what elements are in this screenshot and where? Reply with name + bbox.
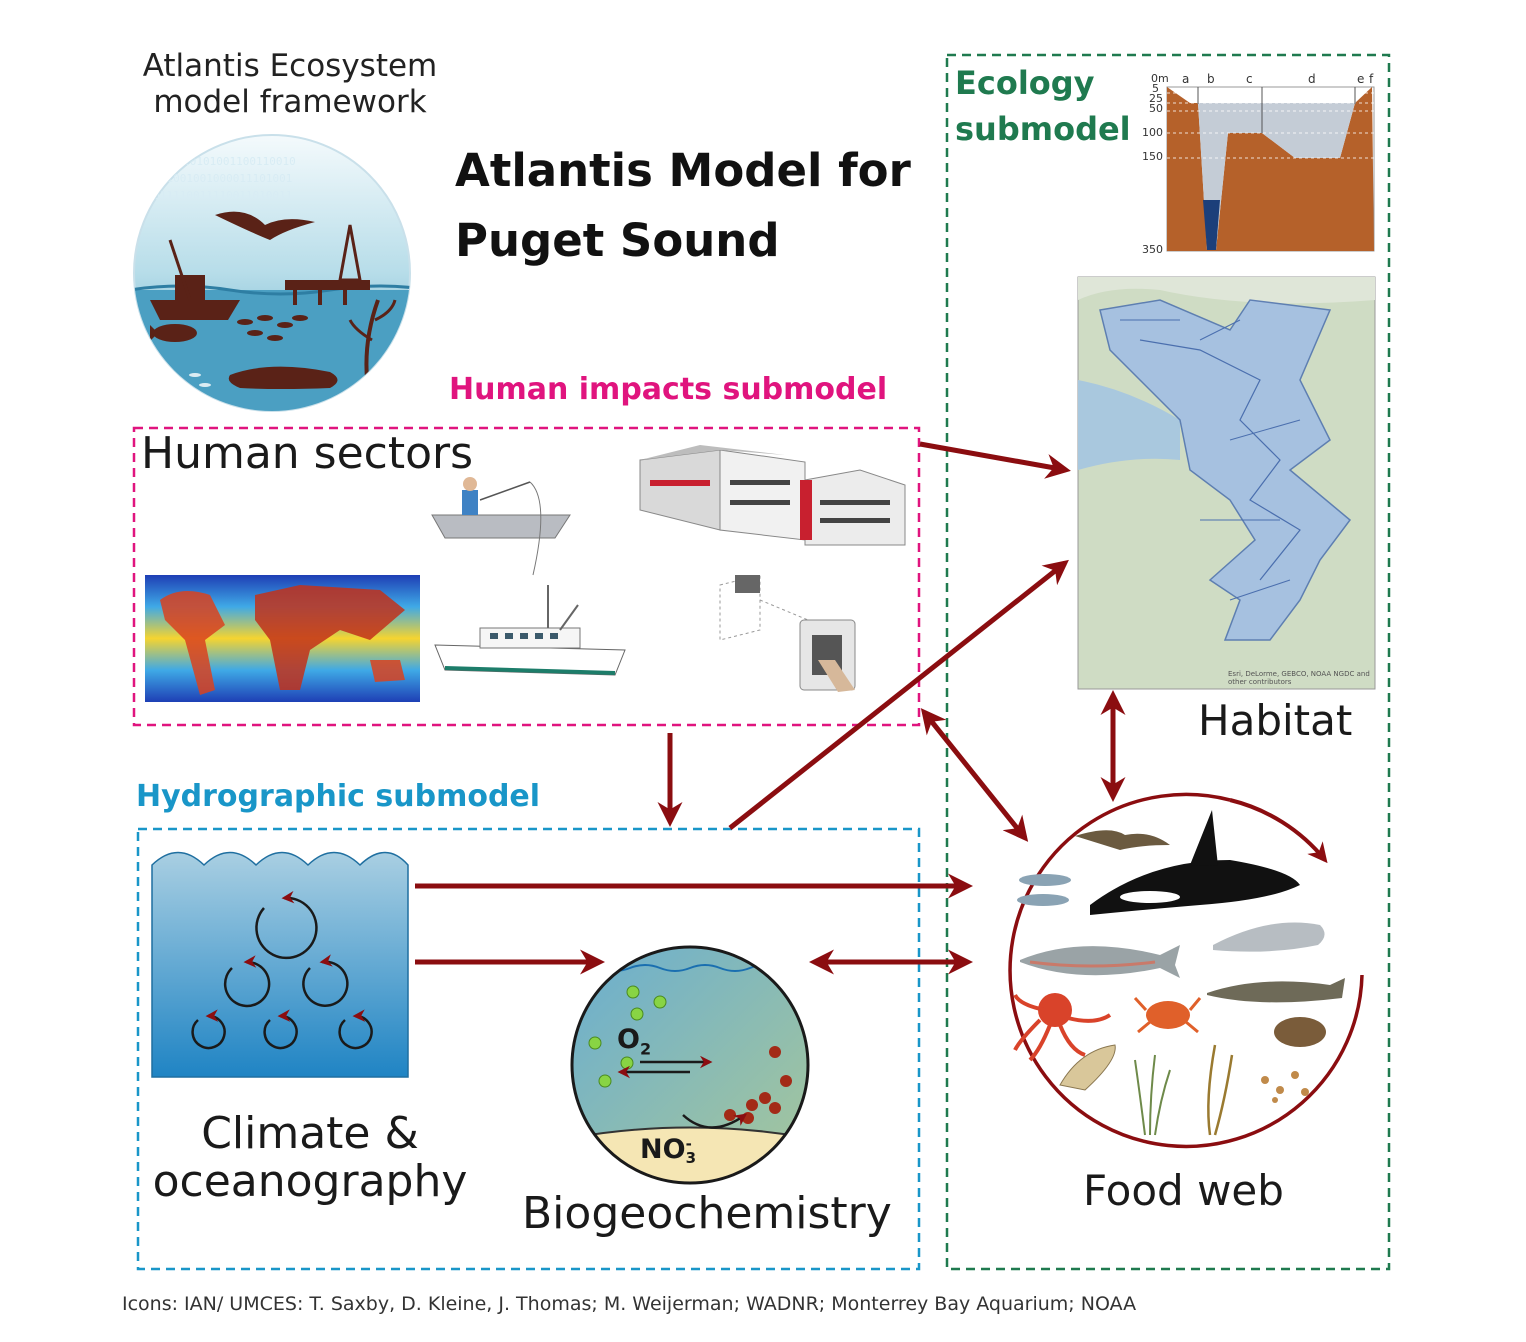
column-label-b: b [1207, 72, 1215, 86]
food-web-icon [1008, 792, 1364, 1149]
depth-tick-100: 100 [1142, 126, 1163, 139]
nitrate-label: NO-3 [640, 1134, 696, 1167]
hydrographic-box [136, 827, 921, 1271]
column-label-a: a [1182, 72, 1190, 86]
framework-title-line1: Atlantis Ecosystem [142, 48, 438, 84]
world-temperature-map [145, 575, 420, 702]
climate-label-line1: Climate & [201, 1108, 419, 1159]
column-label-c: c [1246, 72, 1253, 86]
commercial-vessel-icon [434, 585, 626, 676]
policy-switch-icon [719, 574, 856, 692]
svg-text:0100110101001100110010: 0100110101001100110010 [150, 155, 296, 168]
depth-tick-5: 5 [1152, 82, 1159, 95]
habitat-label: Habitat [1198, 696, 1353, 745]
svg-text:01101001001000011101001: 01101001001000011101001 [140, 172, 292, 185]
ocean-circulation-icon [151, 851, 409, 1078]
biogeochemistry-label: Biogeochemistry [522, 1188, 892, 1239]
column-label-d: d [1308, 72, 1316, 86]
svg-text:10011110011110011010011: 10011110011110011010011 [140, 189, 292, 202]
climate-oceanography-label: Climate & oceanography [150, 1110, 470, 1206]
depth-tick-150: 150 [1142, 150, 1163, 163]
human-sectors-label: Human sectors [141, 428, 474, 479]
arrow-human-to-habitat [919, 441, 1071, 479]
ecology-submodel-box [945, 53, 1391, 1271]
framework-title-line2: model framework [153, 84, 427, 120]
atlantis-globe-icon: 0100110101001100110010 01101001001000011… [133, 134, 411, 412]
depth-tick-0: 0m [1151, 72, 1169, 85]
human-impacts-submodel-title: Human impacts submodel [449, 372, 888, 407]
map-credit: Esri, DeLorme, GEBCO, NOAA NGDC and othe… [1228, 670, 1370, 686]
framework-title: Atlantis Ecosystem model framework [80, 48, 500, 120]
ecology-submodel-title: Ecology submodel [955, 64, 1131, 148]
depth-profile-chart [1166, 86, 1375, 252]
climate-label-line2: oceanography [152, 1156, 468, 1207]
column-label-f: f [1369, 72, 1374, 86]
depth-tick-25: 25 [1149, 92, 1163, 105]
column-label-e: e [1357, 72, 1365, 86]
industry-buildings-icon [639, 445, 906, 546]
biogeochemistry-icon [570, 945, 810, 1185]
icon-credits: Icons: IAN/ UMCES: T. Saxby, D. Kleine, … [122, 1293, 1137, 1315]
habitat-map [1077, 276, 1376, 690]
page-title: Atlantis Model for Puget Sound [455, 144, 911, 267]
hydrographic-submodel-title: Hydrographic submodel [136, 779, 541, 814]
arrow-human-foodweb [920, 708, 1029, 842]
human-impacts-box [132, 426, 921, 727]
arrow-hydro-to-habitat [728, 559, 1069, 830]
food-web-label: Food web [1083, 1166, 1284, 1215]
depth-tick-350: 350 [1142, 243, 1163, 256]
oxygen-label: O2 [617, 1024, 652, 1059]
depth-tick-50: 50 [1149, 102, 1163, 115]
recreational-fishing-icon [431, 477, 571, 576]
